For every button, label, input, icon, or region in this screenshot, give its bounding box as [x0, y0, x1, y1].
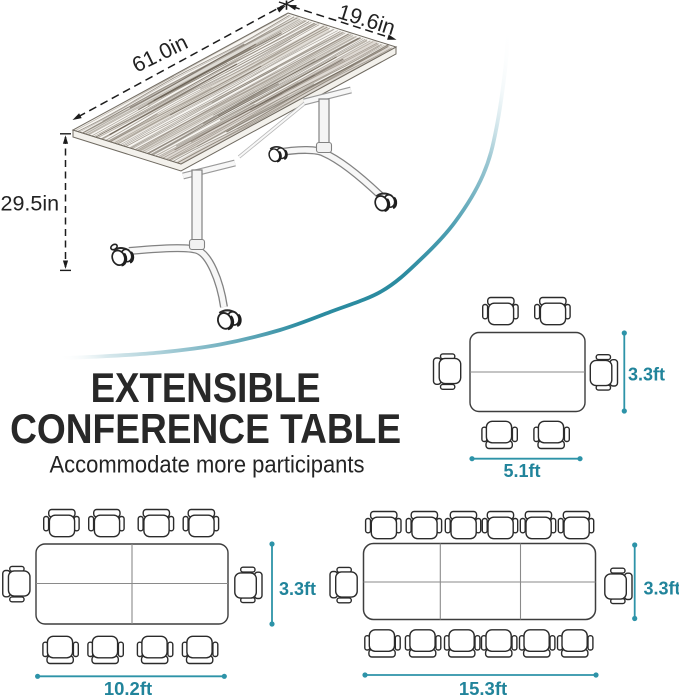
svg-text:3.3ft: 3.3ft — [628, 365, 665, 385]
svg-text:3.3ft: 3.3ft — [644, 579, 679, 599]
svg-text:5.1ft: 5.1ft — [503, 461, 540, 481]
svg-text:Accommodate more participants: Accommodate more participants — [50, 451, 365, 478]
svg-text:10.2ft: 10.2ft — [104, 678, 152, 698]
svg-text:29.5in: 29.5in — [1, 192, 60, 216]
svg-text:CONFERENCE TABLE: CONFERENCE TABLE — [10, 405, 401, 452]
svg-text:3.3ft: 3.3ft — [279, 579, 316, 599]
svg-text:15.3ft: 15.3ft — [459, 678, 507, 698]
svg-text:EXTENSIBLE: EXTENSIBLE — [91, 364, 321, 411]
